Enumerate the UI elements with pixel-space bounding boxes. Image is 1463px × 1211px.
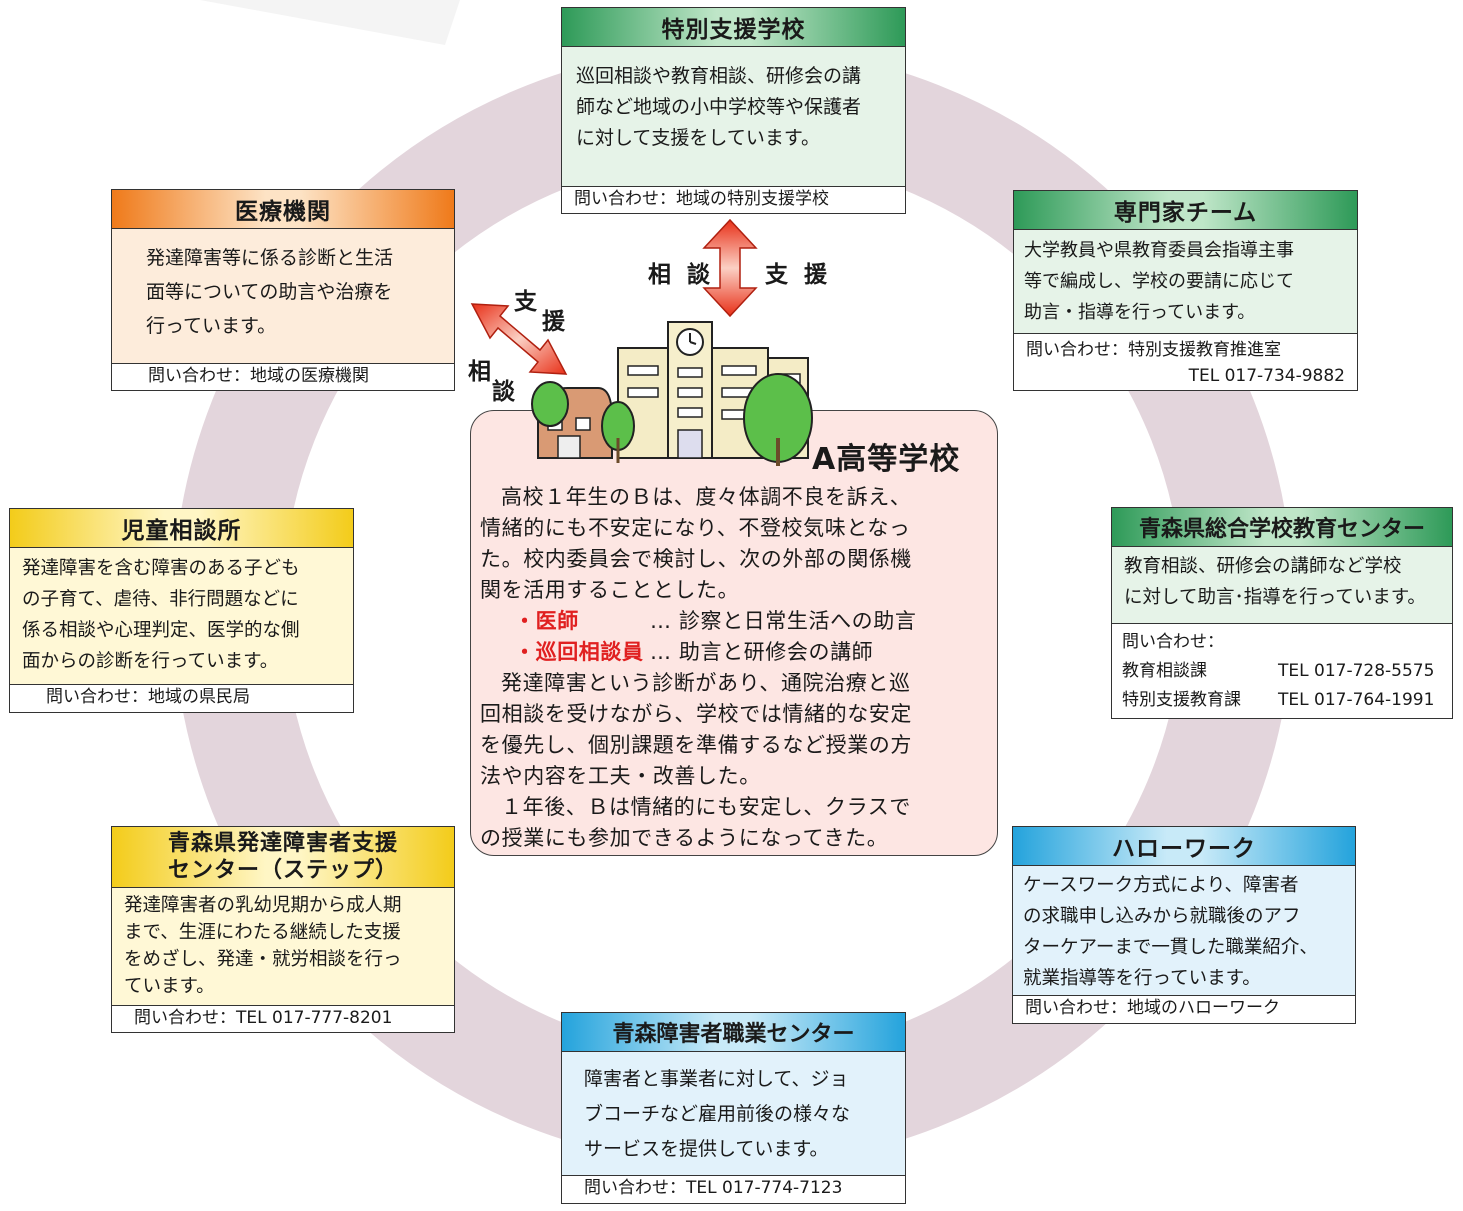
tokubetsu-line: 師など地域の小中学校等や保護者 bbox=[576, 96, 862, 118]
center-line: １年後、Ｂは情緒的にも安定し、クラスで bbox=[501, 795, 911, 819]
kyoiku-center-line: 教育相談、研修会の講師など学校 bbox=[1124, 556, 1402, 577]
senmon-line: 助言・指導を行っています。 bbox=[1024, 302, 1256, 323]
shokugyo-line: ブコーチなど雇用前後の様々な bbox=[584, 1103, 851, 1125]
jido-line: 面からの診断を行っています。 bbox=[22, 651, 279, 672]
counselor-label: ・巡回相談員 bbox=[514, 640, 644, 664]
diagonal-double-arrow-icon bbox=[470, 303, 568, 375]
kyoiku-center-title: 青森県総合学校教育センター bbox=[1111, 507, 1453, 547]
senmon-panel: 専門家チーム 大学教員や県教育委員会指導主事 等で編成し、学校の要請に応じて 助… bbox=[1013, 190, 1358, 391]
senmon-contact-line: 問い合わせ：特別支援教育推進室 bbox=[1026, 340, 1281, 360]
vertical-double-arrow-icon bbox=[702, 218, 758, 318]
jido-line: 係る相談や心理判定、医学的な側 bbox=[22, 620, 300, 641]
center-line: 法や内容を工夫・改善した。 bbox=[480, 764, 761, 788]
step-title-line: 青森県発達障害者支援 bbox=[167, 831, 398, 856]
senmon-line: 等で編成し、学校の要請に応じて bbox=[1024, 271, 1294, 292]
tokubetsu-title: 特別支援学校 bbox=[561, 7, 906, 47]
iryo-body: 発達障害等に係る診断と生活 面等についての助言や治療を 行っています。 bbox=[111, 229, 455, 364]
step-title-line: センター（ステップ） bbox=[167, 858, 398, 883]
hellowork-line: 就業指導等を行っています。 bbox=[1023, 968, 1261, 989]
senmon-title: 専門家チーム bbox=[1013, 190, 1358, 230]
contact-name: 特別支援教育課 bbox=[1122, 690, 1241, 710]
step-body: 発達障害者の乳幼児期から成人期 まで、生涯にわたる継続した支援 をめざし、発達・… bbox=[111, 888, 455, 1006]
center-line: 高校１年生のＢは、度々体調不良を訴え、 bbox=[501, 485, 912, 509]
doctor-text: … 診察と日常生活への助言 bbox=[650, 609, 917, 633]
iryo-contact: 問い合わせ：地域の医療機関 bbox=[111, 364, 455, 391]
tokubetsu-line: 巡回相談や教育相談、研修会の講 bbox=[576, 65, 862, 87]
senmon-contact: 問い合わせ：特別支援教育推進室 TEL 017-734-9882 bbox=[1013, 334, 1358, 391]
school-building-icon bbox=[531, 321, 813, 466]
jido-body: 発達障害を含む障害のある子ども の子育て、虐待、非行問題などに 係る相談や心理判… bbox=[9, 548, 354, 685]
shokugyo-line: サービスを提供しています。 bbox=[584, 1138, 829, 1160]
tokubetsu-contact: 問い合わせ：地域の特別支援学校 bbox=[561, 187, 906, 214]
hellowork-line: ケースワーク方式により、障害者 bbox=[1023, 875, 1299, 896]
center-line: を優先し、個別課題を準備するなど授業の方 bbox=[480, 733, 912, 757]
jido-contact: 問い合わせ：地域の県民局 bbox=[9, 685, 354, 713]
iryo-line: 行っています。 bbox=[146, 315, 277, 337]
label-support-diag-1: 支 bbox=[514, 289, 537, 315]
kyoiku-center-contact-head: 問い合わせ： bbox=[1122, 632, 1224, 652]
label-consult-diag-2: 談 bbox=[492, 379, 515, 405]
iryo-title: 医療機関 bbox=[111, 189, 455, 229]
center-line: た。校内委員会で検討し、次の外部の関係機 bbox=[480, 547, 912, 571]
step-title: 青森県発達障害者支援 センター（ステップ） bbox=[111, 826, 455, 888]
kyoiku-center-body: 教育相談、研修会の講師など学校 に対して助言･指導を行っています。 bbox=[1111, 547, 1453, 624]
shokugyo-line: 障害者と事業者に対して、ジョ bbox=[584, 1068, 849, 1090]
shokugyo-body: 障害者と事業者に対して、ジョ ブコーチなど雇用前後の様々な サービスを提供してい… bbox=[561, 1052, 906, 1176]
shokugyo-title: 青森障害者職業センター bbox=[561, 1012, 906, 1052]
tokubetsu-body: 巡回相談や教育相談、研修会の講 師など地域の小中学校等や保護者 に対して支援をし… bbox=[561, 47, 906, 187]
iryo-line: 面等についての助言や治療を bbox=[146, 281, 393, 303]
jido-panel: 児童相談所 発達障害を含む障害のある子ども の子育て、虐待、非行問題などに 係る… bbox=[9, 508, 354, 713]
jido-title: 児童相談所 bbox=[9, 508, 354, 548]
step-line: をめざし、発達・就労相談を行っ bbox=[124, 949, 402, 970]
kyoiku-center-panel: 青森県総合学校教育センター 教育相談、研修会の講師など学校 に対して助言･指導を… bbox=[1111, 507, 1453, 719]
contact-row: 教育相談課 TEL 017-728-5575 bbox=[1122, 657, 1446, 686]
label-consult-top: 相 談 bbox=[648, 262, 715, 288]
a-school-panel bbox=[470, 410, 998, 856]
hellowork-line: の求職申し込みから就職後のアフ bbox=[1023, 906, 1301, 927]
step-line: ています。 bbox=[124, 976, 215, 997]
label-support-diag-2: 援 bbox=[542, 309, 565, 335]
center-line: 関を活用することとした。 bbox=[480, 578, 740, 602]
senmon-contact-tel: TEL 017-734-9882 bbox=[1188, 366, 1345, 386]
tokubetsu-line: に対して支援をしています。 bbox=[576, 127, 820, 149]
step-contact: 問い合わせ：TEL 017-777-8201 bbox=[111, 1006, 455, 1033]
doctor-label: ・医師 bbox=[514, 609, 579, 633]
label-support-top: 支 援 bbox=[765, 262, 832, 288]
a-school-title: A高等学校 bbox=[812, 442, 961, 477]
corner-shade bbox=[200, 0, 460, 45]
contact-tel: TEL 017-764-1991 bbox=[1278, 690, 1435, 710]
a-school-text: 高校１年生のＢは、度々体調不良を訴え、 情緒的にも不安定になり、不登校気味となっ… bbox=[480, 482, 992, 854]
center-item-doctor: ・医師 … 診察と日常生活への助言 bbox=[480, 606, 992, 637]
center-line: 回相談を受けながら、学校では情緒的な安定 bbox=[480, 702, 912, 726]
label-consult-diag-1: 相 bbox=[468, 359, 491, 385]
hellowork-panel: ハローワーク ケースワーク方式により、障害者 の求職申し込みから就職後のアフ タ… bbox=[1012, 826, 1356, 1024]
kyoiku-center-contact: 問い合わせ： 教育相談課 TEL 017-728-5575 特別支援教育課 TE… bbox=[1111, 624, 1453, 719]
kyoiku-center-line: に対して助言･指導を行っています。 bbox=[1124, 587, 1426, 608]
center-line: の授業にも参加できるようになってきた。 bbox=[480, 826, 889, 850]
hellowork-contact: 問い合わせ：地域のハローワーク bbox=[1012, 996, 1356, 1024]
iryo-line: 発達障害等に係る診断と生活 bbox=[146, 247, 394, 269]
contact-name: 教育相談課 bbox=[1122, 661, 1207, 681]
jido-line: 発達障害を含む障害のある子ども bbox=[22, 558, 300, 579]
contact-tel: TEL 017-728-5575 bbox=[1278, 661, 1435, 681]
hellowork-title: ハローワーク bbox=[1012, 826, 1356, 866]
iryo-panel: 医療機関 発達障害等に係る診断と生活 面等についての助言や治療を 行っています。… bbox=[111, 189, 455, 391]
step-line: 発達障害者の乳幼児期から成人期 bbox=[124, 895, 402, 916]
counselor-text: … 助言と研修会の講師 bbox=[650, 640, 874, 664]
hellowork-body: ケースワーク方式により、障害者 の求職申し込みから就職後のアフ ターケアーまで一… bbox=[1012, 866, 1356, 996]
step-line: まで、生涯にわたる継続した支援 bbox=[124, 922, 401, 943]
center-line: 発達障害という診断があり、通院治療と巡 bbox=[501, 671, 911, 695]
center-item-counselor: ・巡回相談員… 助言と研修会の講師 bbox=[480, 637, 992, 668]
shokugyo-panel: 青森障害者職業センター 障害者と事業者に対して、ジョ ブコーチなど雇用前後の様々… bbox=[561, 1012, 906, 1204]
shokugyo-contact: 問い合わせ：TEL 017-774-7123 bbox=[561, 1176, 906, 1204]
senmon-body: 大学教員や県教育委員会指導主事 等で編成し、学校の要請に応じて 助言・指導を行っ… bbox=[1013, 230, 1358, 334]
tokubetsu-panel: 特別支援学校 巡回相談や教育相談、研修会の講 師など地域の小中学校等や保護者 に… bbox=[561, 7, 906, 214]
jido-line: の子育て、虐待、非行問題などに bbox=[22, 589, 299, 610]
step-panel: 青森県発達障害者支援 センター（ステップ） 発達障害者の乳幼児期から成人期 まで… bbox=[111, 826, 455, 1033]
center-line: 情緒的にも不安定になり、不登校気味となっ bbox=[480, 516, 911, 540]
senmon-line: 大学教員や県教育委員会指導主事 bbox=[1024, 240, 1294, 261]
contact-row: 特別支援教育課 TEL 017-764-1991 bbox=[1122, 686, 1446, 715]
hellowork-line: ターケアーまで一貫した職業紹介、 bbox=[1023, 937, 1318, 958]
